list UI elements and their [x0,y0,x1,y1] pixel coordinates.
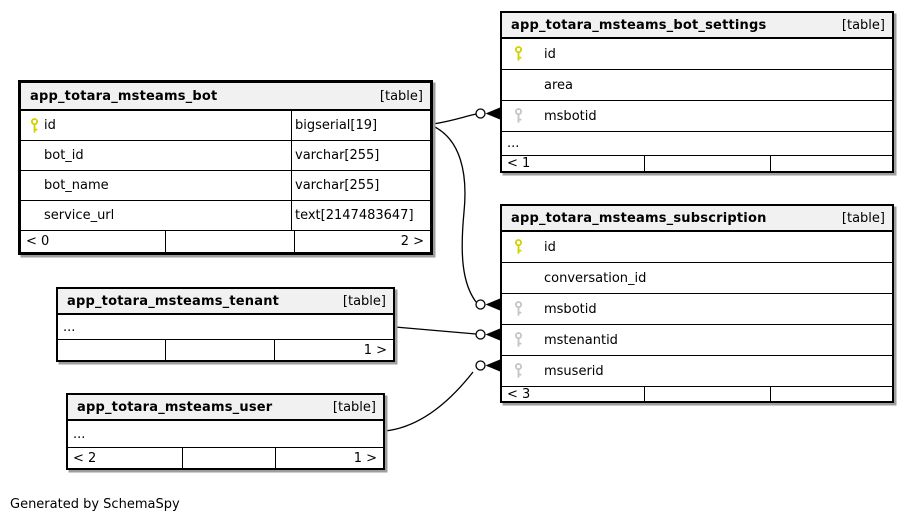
table-app_totara_msteams_bot[interactable]: app_totara_msteams_bot [table] id bigser… [18,80,433,255]
primary-key-icon [31,117,38,133]
table-name: app_totara_msteams_bot [30,88,218,104]
column-name: conversation_id [544,270,647,286]
footer-children-count: < 1 [507,156,531,171]
column-row: bot_id varchar[255] [21,141,430,171]
column-name: id [44,118,56,133]
table-name: app_totara_msteams_subscription [511,210,767,226]
primary-key-icon [515,46,522,61]
arrowhead-icon [485,298,500,311]
key-cell [502,332,544,348]
zero-cardinality-icon [475,329,486,340]
column-name: bot_id [44,148,84,163]
footer-parents-count [770,156,892,171]
column-row: msuserid [502,356,892,387]
primary-key-icon [515,239,522,254]
table-header: app_totara_msteams_user [table] [68,395,383,421]
footer-children-count: < 2 [73,450,97,466]
footer-spacer [165,340,274,360]
column-type: varchar[255] [291,141,430,170]
column-name: msbotid [544,301,597,317]
zero-cardinality-icon [475,108,486,119]
key-cell [21,117,44,134]
footer-spacer [644,387,770,401]
table-header: app_totara_msteams_subscription [table] [502,206,892,232]
generated-by-note: Generated by SchemaSpy [10,497,180,512]
footer-spacer [644,156,770,171]
column-name: id [544,46,556,62]
arrowhead-icon [485,107,500,120]
key-cell [502,239,544,255]
column-type: bigserial[19] [291,111,430,140]
hidden-columns-ellipsis: ... [68,421,383,448]
hidden-columns-ellipsis: ... [502,132,892,156]
table-header: app_totara_msteams_bot [table] [21,83,430,111]
table-type-tag: [table] [379,88,423,104]
table-footer: < 0 2 > [21,231,430,252]
table-app_totara_msteams_tenant[interactable]: app_totara_msteams_tenant [table] ... 1 … [56,287,395,362]
column-row: id bigserial[19] [21,111,430,141]
table-type-tag: [table] [841,17,885,33]
foreign-key-icon [515,108,522,123]
relationship-line-tenant-to-subscription [394,326,477,335]
arrowhead-icon [485,328,500,341]
zero-cardinality-icon [475,299,486,310]
table-name: app_totara_msteams_bot_settings [511,17,767,33]
column-row: area [502,70,892,101]
table-type-tag: [table] [841,210,885,226]
column-row: mstenantid [502,325,892,356]
column-name: msuserid [544,363,604,379]
column-row: service_url text[2147483647] [21,201,430,231]
table-footer: 1 > [58,340,393,360]
zero-cardinality-icon [475,360,486,371]
foreign-key-icon [515,301,522,316]
column-row: id [502,39,892,70]
table-type-tag: [table] [342,293,386,309]
table-name: app_totara_msteams_user [77,399,273,415]
column-row: conversation_id [502,263,892,294]
table-app_totara_msteams_bot_settings[interactable]: app_totara_msteams_bot_settings [table] … [500,11,894,173]
key-cell [502,363,544,379]
foreign-key-icon [515,332,522,347]
footer-children-count [58,340,165,360]
table-app_totara_msteams_user[interactable]: app_totara_msteams_user [table] ... < 2 … [66,393,385,470]
table-header: app_totara_msteams_bot_settings [table] [502,13,892,39]
table-app_totara_msteams_subscription[interactable]: app_totara_msteams_subscription [table] … [500,204,894,403]
column-row: msbotid [502,294,892,325]
column-type: varchar[255] [291,171,430,200]
table-type-tag: [table] [332,399,376,415]
footer-spacer [182,448,275,468]
table-footer: < 2 1 > [68,448,383,468]
footer-parents-count: 1 > [274,340,393,360]
column-type: text[2147483647] [291,201,430,230]
column-name: msbotid [544,108,597,124]
column-name: bot_name [44,178,109,193]
footer-parents-count: 1 > [275,448,383,468]
column-name: mstenantid [544,332,618,348]
footer-children-count: < 0 [26,234,50,249]
footer-children-count: < 3 [507,386,531,402]
column-name: id [544,239,556,255]
footer-spacer [165,231,294,252]
table-footer: < 3 [502,387,892,401]
hidden-columns-ellipsis: ... [58,315,393,340]
key-cell [502,46,544,62]
table-footer: < 1 [502,156,892,171]
relationship-line-user-to-subscription [384,371,474,432]
table-name: app_totara_msteams_tenant [67,293,280,309]
column-row: msbotid [502,101,892,132]
relationship-line-bot-to-subscription [432,125,477,303]
column-row: id [502,232,892,263]
column-name: service_url [44,208,115,223]
key-cell [502,301,544,317]
table-header: app_totara_msteams_tenant [table] [58,289,393,315]
column-name: area [544,77,573,93]
arrowhead-icon [485,359,500,372]
relationship-line-bot-to-settings [432,113,477,125]
column-row: bot_name varchar[255] [21,171,430,201]
footer-parents-count: 2 > [294,231,430,252]
key-cell [502,108,544,124]
footer-parents-count [770,387,892,401]
foreign-key-icon [515,363,522,378]
